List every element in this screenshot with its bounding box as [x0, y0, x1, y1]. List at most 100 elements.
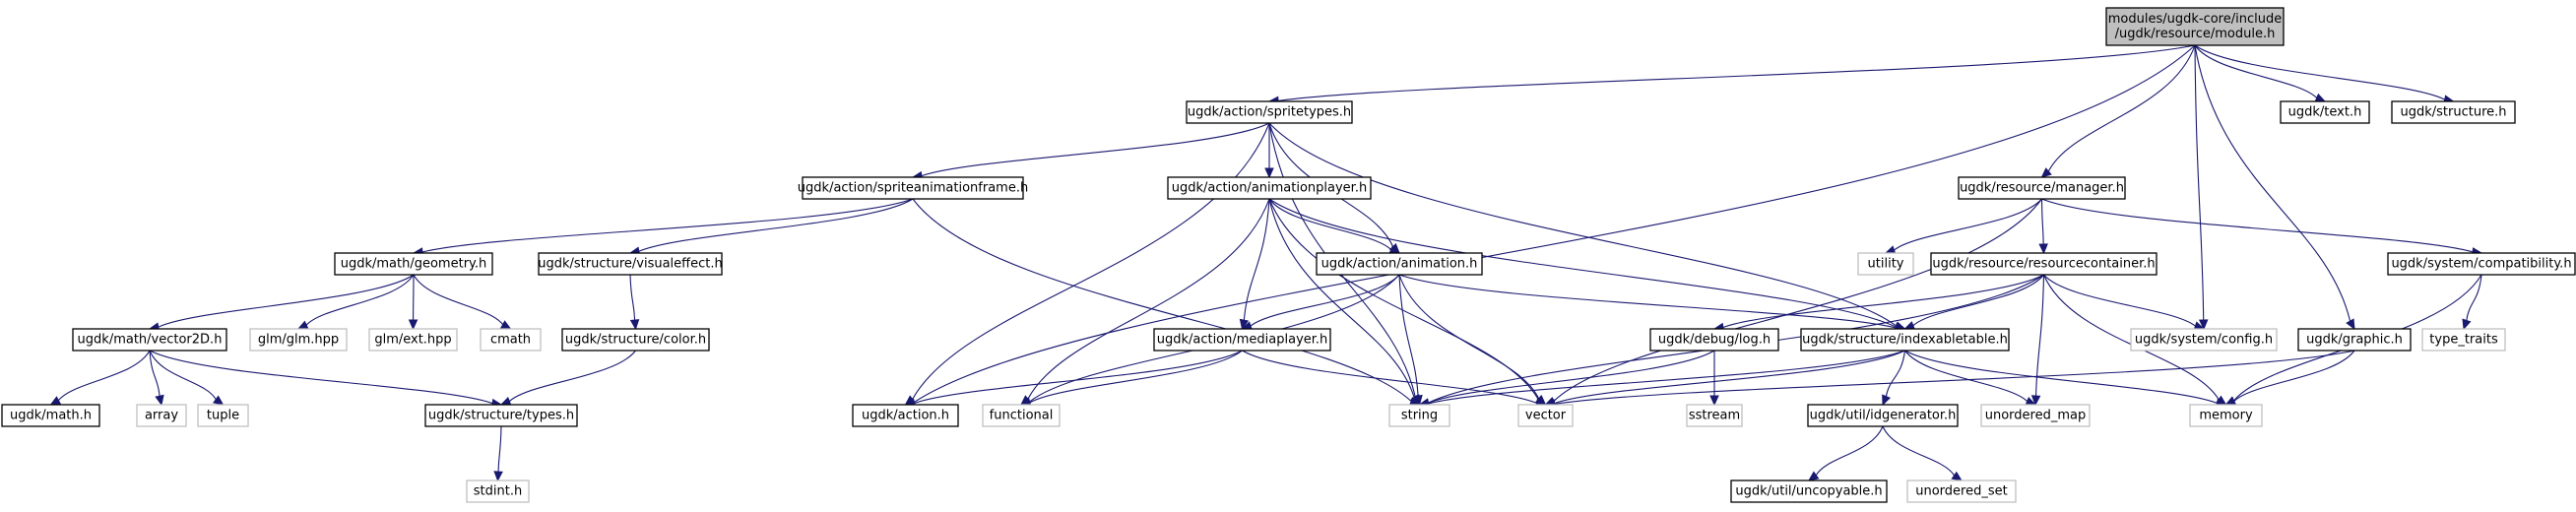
edge-vector2d-to-array [149, 350, 164, 407]
edge-indexabletable-to-memory [1904, 350, 2227, 409]
edge-line [912, 198, 1412, 403]
node-label: vector [1525, 409, 1567, 423]
edge-line [2233, 350, 2355, 402]
edge-animationplayer-to-animation [1268, 198, 1401, 254]
node-box [1686, 404, 1743, 427]
edge-vector2d-to-tuple [149, 350, 225, 406]
edge-line [913, 44, 2196, 404]
node-animationplayer[interactable]: ugdk/action/animationplayer.h [1167, 176, 1372, 200]
node-label: ugdk/resource/manager.h [1960, 181, 2124, 196]
node-label: ugdk/math/vector2D.h [78, 333, 223, 348]
node-cmath: cmath [480, 328, 542, 352]
node-label: array [145, 409, 178, 423]
node-resourcecontainer[interactable]: ugdk/resource/resourcecontainer.h [1930, 252, 2157, 276]
edge-line [1027, 198, 1270, 400]
edge-line [497, 425, 502, 473]
edge-arrowhead [493, 471, 503, 482]
node-box [424, 404, 578, 427]
edge-line [1243, 198, 1270, 321]
edge-arrowhead [2462, 318, 2472, 331]
node-compatibility[interactable]: ugdk/system/compatibility.h [2387, 252, 2576, 276]
node-box [1730, 480, 1888, 503]
edge-arrowhead [1808, 471, 1820, 481]
edge-geometry-to-glmext [408, 274, 419, 331]
node-box [1807, 404, 1959, 427]
edge-line [1912, 274, 2044, 327]
edge-line [1904, 350, 2029, 402]
edge-line [1554, 350, 1905, 405]
node-indexabletable[interactable]: ugdk/structure/indexabletable.h [1800, 328, 2010, 352]
node-label: glm/ext.hpp [374, 333, 451, 348]
node-sstream: sstream [1686, 404, 1743, 427]
edge-manager-to-compatibility [2041, 198, 2483, 257]
node-mediaplayer[interactable]: ugdk/action/mediaplayer.h [1153, 328, 1331, 352]
node-log[interactable]: ugdk/debug/log.h [1649, 328, 1779, 352]
node-box [1800, 328, 2010, 352]
node-box [1167, 176, 1372, 200]
node-vector2d[interactable]: ugdk/math/vector2D.h [72, 328, 227, 352]
edge-geometry-to-vector2d [148, 274, 415, 332]
node-idgenerator[interactable]: ugdk/util/idgenerator.h [1807, 404, 1959, 427]
edge-line [2043, 274, 2196, 327]
edge-line [508, 350, 636, 403]
node-unordered_set: unordered_set [1906, 480, 2017, 503]
node-box [2280, 100, 2370, 124]
node-spriteanimationframe[interactable]: ugdk/action/spriteanimationframe.h [798, 176, 1028, 200]
edge-indexabletable-to-idgenerator [1882, 350, 1906, 407]
edge-spritetypes-to-spriteanimationframe [911, 122, 1270, 181]
edge-line [1398, 274, 1540, 400]
edge-arrowhead [2040, 167, 2052, 178]
edge-line [1815, 425, 1884, 476]
node-types[interactable]: ugdk/structure/types.h [424, 404, 578, 427]
node-geometry[interactable]: ugdk/math/geometry.h [334, 252, 493, 276]
edge-line [1268, 122, 1898, 327]
node-label: unordered_map [1985, 409, 2087, 423]
node-box [2391, 100, 2516, 124]
node-visualeffect[interactable]: ugdk/structure/visualeffect.h [538, 252, 723, 276]
node-manager[interactable]: ugdk/resource/manager.h [1958, 176, 2126, 200]
node-label: tuple [207, 409, 239, 423]
node-math[interactable]: ugdk/math.h [1, 404, 100, 427]
node-label: ugdk/text.h [2288, 105, 2362, 120]
node-spritetypes[interactable]: ugdk/action/spritetypes.h [1186, 100, 1353, 124]
edge-line [1398, 274, 1419, 397]
node-label: ugdk/system/config.h [2135, 333, 2273, 348]
edge-arrowhead [1413, 394, 1423, 407]
edge-indexabletable-to-string [1418, 350, 1905, 409]
node-uncopyable[interactable]: ugdk/util/uncopyable.h [1730, 480, 1888, 503]
edge-line [149, 350, 493, 405]
node-label: glm/glm.hpp [258, 333, 339, 348]
node-root[interactable]: modules/ugdk-core/include/ugdk/resource/… [2105, 7, 2285, 46]
node-action[interactable]: ugdk/action.h [852, 404, 959, 427]
node-structure[interactable]: ugdk/structure.h [2391, 100, 2516, 124]
edge-line [2194, 44, 2205, 321]
node-box [538, 252, 723, 276]
edge-arrowhead [499, 397, 512, 406]
edge-log-to-string [1418, 350, 1715, 408]
edge-line [1029, 350, 1243, 404]
node-label: utility [1868, 257, 1904, 272]
node-label: ugdk/debug/log.h [1658, 333, 1771, 348]
node-label: /ugdk/resource/module.h [2115, 27, 2276, 41]
node-box [1958, 176, 2126, 200]
edge-spritetypes-to-animationplayer [1264, 123, 1274, 179]
node-type_traits: type_traits [2421, 328, 2506, 352]
node-label: ugdk/structure/visualeffect.h [538, 257, 723, 272]
node-label: ugdk/action/mediaplayer.h [1157, 333, 1328, 348]
node-box [802, 176, 1024, 200]
edge-arrowhead [2038, 243, 2048, 255]
edge-resourcecontainer-to-config [2043, 274, 2206, 331]
node-label: sstream [1689, 409, 1740, 423]
edge-line [2047, 44, 2196, 172]
node-box [1980, 404, 2091, 427]
node-label: ugdk/util/idgenerator.h [1810, 409, 1957, 423]
edge-root-to-spritetypes [1267, 44, 2196, 106]
node-label: ugdk/math/geometry.h [341, 257, 487, 272]
edge-root-to-config [2194, 44, 2209, 331]
edge-line [1268, 122, 1416, 398]
node-graphic[interactable]: ugdk/graphic.h [2297, 328, 2412, 352]
node-text[interactable]: ugdk/text.h [2280, 100, 2370, 124]
node-animation[interactable]: ugdk/action/animation.h [1316, 252, 1483, 276]
edge-arrowhead [2314, 93, 2327, 102]
node-color[interactable]: ugdk/structure/color.h [561, 328, 710, 352]
